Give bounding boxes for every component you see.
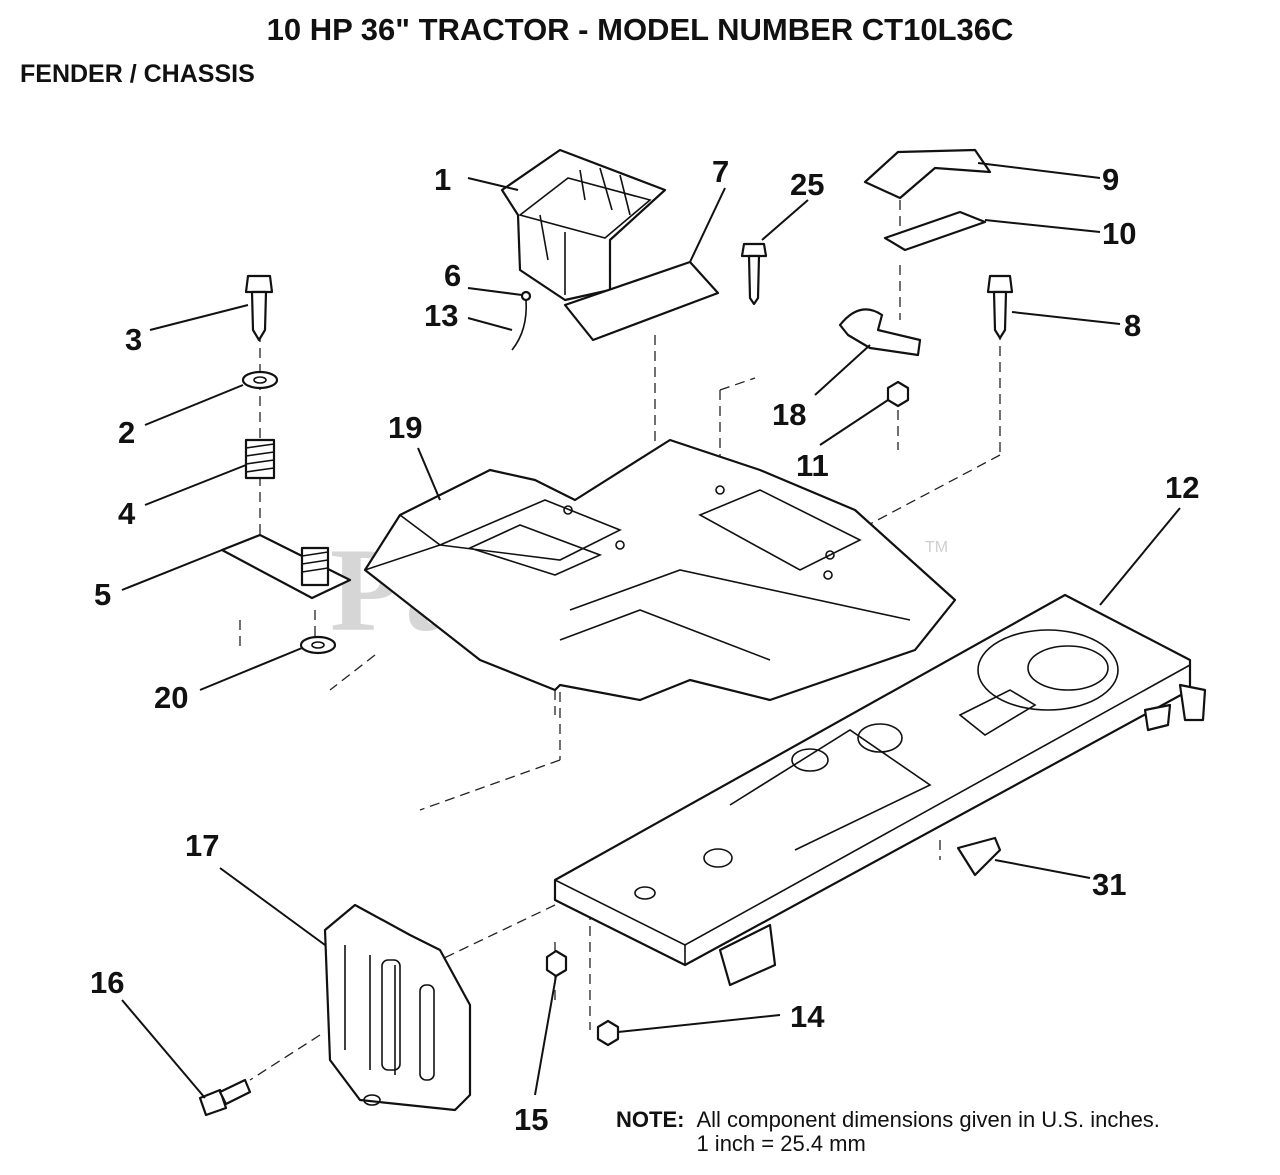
note-line-2: 1 inch = 25.4 mm: [696, 1131, 866, 1156]
callout-11: 11: [796, 448, 829, 483]
bolt-25: [740, 242, 768, 306]
washer-2: [241, 370, 279, 390]
nut-11: [886, 380, 910, 408]
battery-pad: [563, 260, 720, 342]
callout-3: 3: [125, 322, 142, 357]
callout-14: 14: [790, 999, 825, 1034]
chassis-frame: [553, 593, 1207, 987]
callout-4: 4: [118, 496, 136, 531]
callout-13: 13: [424, 298, 458, 333]
callout-labels: 1 7 25 9 10 6 13 3 8 18 2 19 11 12 4 5 2…: [90, 154, 1199, 1137]
diagram-subtitle: FENDER / CHASSIS: [20, 60, 255, 88]
callout-8: 8: [1124, 308, 1141, 343]
mounting-plate: [323, 903, 472, 1112]
bolt-8: [986, 274, 1014, 340]
nut-14: [596, 1019, 620, 1047]
note-label: NOTE:: [616, 1107, 685, 1132]
callout-12: 12: [1165, 470, 1199, 505]
callout-9: 9: [1102, 162, 1119, 197]
clamp-18: [838, 308, 922, 357]
trademark: TM: [925, 539, 948, 556]
callout-10: 10: [1102, 216, 1136, 251]
fender: [363, 438, 957, 702]
callout-2: 2: [118, 415, 135, 450]
battery-cable: [511, 290, 532, 351]
callout-15: 15: [514, 1102, 548, 1137]
leader-lines: [121, 162, 1181, 1099]
plate-10: [883, 210, 987, 252]
bolt-3: [244, 274, 274, 342]
callout-20: 20: [154, 680, 188, 715]
battery-box: [500, 148, 667, 302]
note-line-1: All component dimensions given in U.S. i…: [696, 1107, 1160, 1132]
callout-6: 6: [444, 258, 461, 293]
dimensions-note: NOTE: All component dimensions given in U…: [616, 1108, 1160, 1156]
washer-20: [299, 635, 337, 655]
callout-5: 5: [94, 577, 111, 612]
callout-18: 18: [772, 397, 806, 432]
bolt-16: [198, 1078, 252, 1117]
spring-4: [244, 438, 276, 480]
callout-25: 25: [790, 167, 824, 202]
callout-31: 31: [1092, 867, 1126, 902]
callout-16: 16: [90, 965, 124, 1000]
plate-5: [220, 533, 352, 600]
callout-19: 19: [388, 410, 422, 445]
clip-31: [956, 836, 1002, 877]
note-text: All component dimensions given in U.S. i…: [696, 1108, 1159, 1156]
diagram-title: 10 HP 36" TRACTOR - MODEL NUMBER CT10L36…: [266, 12, 1014, 47]
nut-15: [545, 949, 568, 978]
callout-7: 7: [712, 154, 729, 189]
bracket-9: [863, 148, 992, 200]
callout-17: 17: [185, 828, 219, 863]
callout-1: 1: [434, 162, 451, 197]
